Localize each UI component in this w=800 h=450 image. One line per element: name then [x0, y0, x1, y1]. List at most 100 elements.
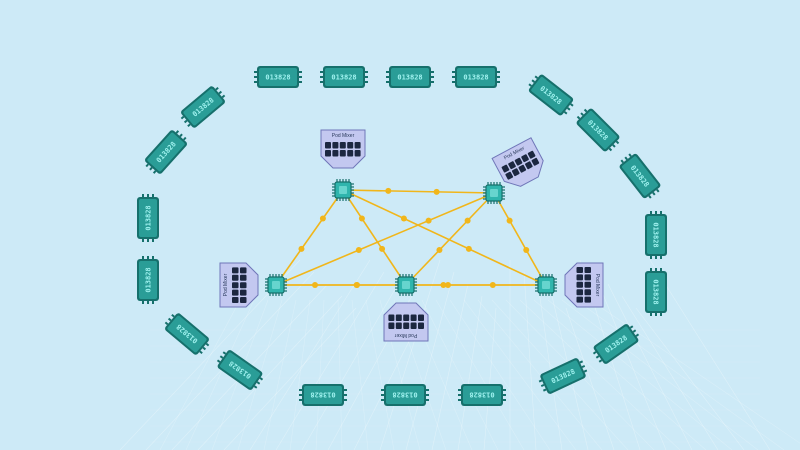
- ring-chip-label: 013828: [265, 74, 290, 82]
- module-slot: [354, 142, 361, 149]
- module-slot: [576, 281, 583, 288]
- module-slot: [388, 322, 395, 329]
- flow-dot: [319, 215, 326, 222]
- hub-layer: [265, 179, 557, 296]
- module-slot: [395, 314, 402, 321]
- module-slot: [232, 297, 239, 303]
- ring-chip: 013828: [538, 358, 588, 394]
- module-slot: [584, 281, 591, 288]
- ring-chip-label: 013828: [469, 391, 494, 399]
- module-slot: [514, 157, 523, 166]
- ring-chip: 013828: [619, 153, 661, 199]
- ring-chip: 013828: [216, 350, 264, 390]
- module-slot: [505, 171, 514, 180]
- module-slot: [354, 150, 361, 157]
- ring-chip: 013828: [145, 130, 187, 174]
- hub-node-left: [265, 274, 287, 296]
- module-slot: [418, 314, 424, 321]
- flow-dot: [523, 247, 530, 254]
- ring-chip: 013828: [645, 268, 667, 316]
- ring-chip-label: 013828: [310, 391, 335, 399]
- ring-chip: 013828: [137, 194, 159, 242]
- ring-chip: 013828: [299, 384, 347, 406]
- module-slot: [527, 150, 536, 159]
- module-slot: [508, 161, 516, 170]
- background-mesh: [119, 259, 800, 450]
- flow-dot: [400, 215, 407, 222]
- ring-chip: 013828: [320, 66, 368, 88]
- link-top-right-to-left: [275, 192, 495, 286]
- flow-dot: [355, 247, 362, 254]
- module-slot: [410, 322, 417, 329]
- link-top-left-to-right: [342, 189, 547, 286]
- module-slot: [403, 322, 410, 329]
- flow-dot: [465, 245, 472, 252]
- module-slot: [339, 150, 346, 157]
- module-card-label: Pod Mixer: [332, 133, 355, 139]
- ring-chip-label: 013828: [463, 74, 488, 82]
- module-slot: [232, 274, 239, 281]
- module-slot: [240, 297, 247, 303]
- module-card-left: Pod Mixer: [219, 262, 259, 308]
- module-slot: [418, 322, 424, 329]
- ring-chip: 013828: [452, 66, 500, 88]
- module-slot: [576, 267, 583, 273]
- module-slot: [347, 150, 354, 157]
- module-slot: [584, 296, 591, 303]
- flow-dot: [506, 217, 513, 224]
- module-slot: [576, 274, 583, 281]
- ring-chip: 013828: [180, 86, 226, 128]
- ring-chip-label: 013828: [145, 205, 153, 230]
- module-slot: [395, 322, 402, 329]
- module-slot: [347, 142, 354, 149]
- ring-chip-label: 013828: [392, 391, 417, 399]
- flow-dot: [385, 187, 392, 194]
- flow-dot: [379, 245, 386, 252]
- link-top-right-to-right: [493, 192, 547, 286]
- flow-dot: [489, 282, 496, 288]
- flow-dot: [436, 247, 443, 254]
- module-card-right: Pod Mixer: [564, 262, 604, 308]
- module-slot: [511, 168, 520, 177]
- ring-chip: 013828: [137, 256, 159, 304]
- hub-node-right: [535, 274, 557, 296]
- flow-dot: [354, 282, 360, 288]
- ring-chip-label: 013828: [331, 74, 356, 82]
- flow-dot: [358, 215, 365, 222]
- ring-chip: 013828: [164, 313, 210, 355]
- module-card-bottom-middle: Pod Mixer: [383, 302, 429, 342]
- flow-dot: [445, 282, 451, 288]
- module-slot: [501, 164, 510, 173]
- ring-chip-label: 013828: [652, 279, 660, 304]
- module-card-top-left: Pod Mixer: [320, 129, 366, 169]
- module-slot: [576, 296, 583, 303]
- module-slot: [240, 267, 247, 274]
- module-slot: [240, 289, 247, 296]
- module-card-top-right: Pod Mixer: [491, 137, 544, 187]
- link-top-left-to-top-right: [342, 189, 495, 194]
- module-slot: [325, 150, 331, 157]
- ring-chip: 013828: [576, 108, 620, 152]
- ring-chip: 013828: [254, 66, 302, 88]
- ring-chip: 013828: [528, 74, 574, 116]
- ring-chip-label: 013828: [145, 267, 153, 292]
- module-slot: [584, 267, 591, 273]
- module-slot: [531, 157, 540, 166]
- ring-chip: 013828: [458, 384, 506, 406]
- link-top-left-to-bottom-middle: [342, 189, 407, 286]
- flow-dot: [464, 217, 471, 224]
- link-top-left-to-left: [275, 189, 344, 286]
- module-slot: [325, 142, 331, 149]
- hub-node-top-right: [483, 182, 505, 204]
- link-layer: [275, 187, 547, 288]
- module-card-label: Pod Mixer: [223, 273, 229, 296]
- hub-node-top-left: [332, 179, 354, 201]
- ring-chip: 013828: [592, 324, 640, 364]
- module-slot: [410, 314, 417, 321]
- module-slot: [388, 314, 395, 321]
- module-slot: [240, 274, 247, 281]
- module-card-label: Pod Mixer: [594, 274, 600, 297]
